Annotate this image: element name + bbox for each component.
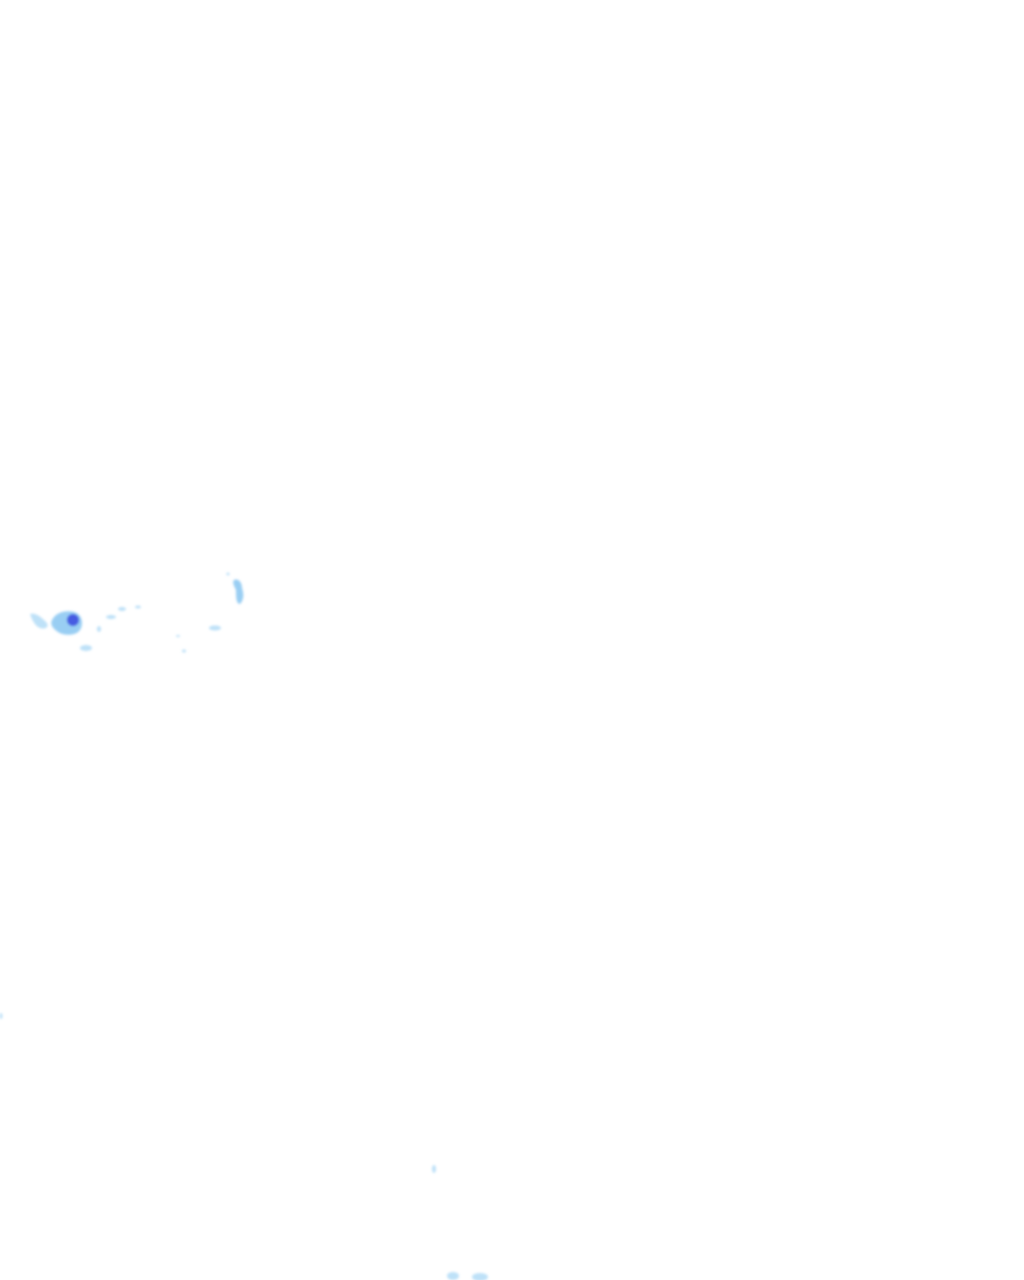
precip-cell-cluster-south [0, 1013, 488, 1280]
precip-cell-core [67, 614, 79, 626]
precip-cell [30, 613, 48, 629]
precip-cell [182, 649, 186, 653]
precip-cell [447, 1272, 459, 1280]
precip-cell [97, 626, 101, 632]
precip-cell [209, 625, 221, 631]
precip-cell [135, 605, 141, 609]
precip-cell [472, 1273, 488, 1280]
precip-cell [233, 579, 244, 604]
precip-cell [80, 645, 92, 651]
precip-cell [432, 1165, 436, 1173]
precip-cell [118, 607, 126, 611]
precip-cell [0, 1013, 3, 1019]
precip-cell [106, 615, 116, 619]
precip-cell [176, 635, 180, 637]
precip-cell [226, 572, 230, 576]
precip-cell-cluster-west [30, 572, 244, 653]
